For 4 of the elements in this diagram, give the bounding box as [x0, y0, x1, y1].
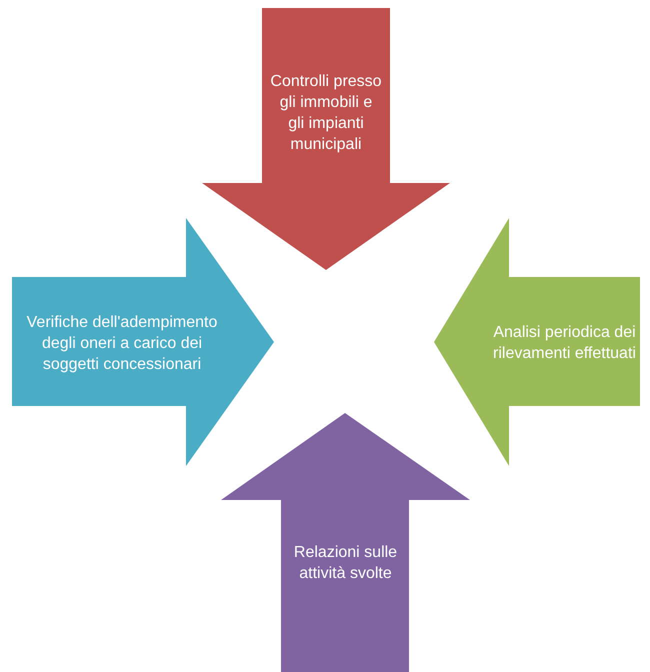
arrow-label: Analisi periodica dei rilevamenti effettuati [492, 323, 637, 364]
arrow-label: Relazioni sulle attività svolte [292, 543, 398, 584]
arrow-label: Verifiche dell'adempimento degli oneri a carico dei soggetti concessionari [26, 312, 218, 374]
arrow-label: Controlli presso gli immobili e gli impianti municipali [270, 72, 382, 155]
